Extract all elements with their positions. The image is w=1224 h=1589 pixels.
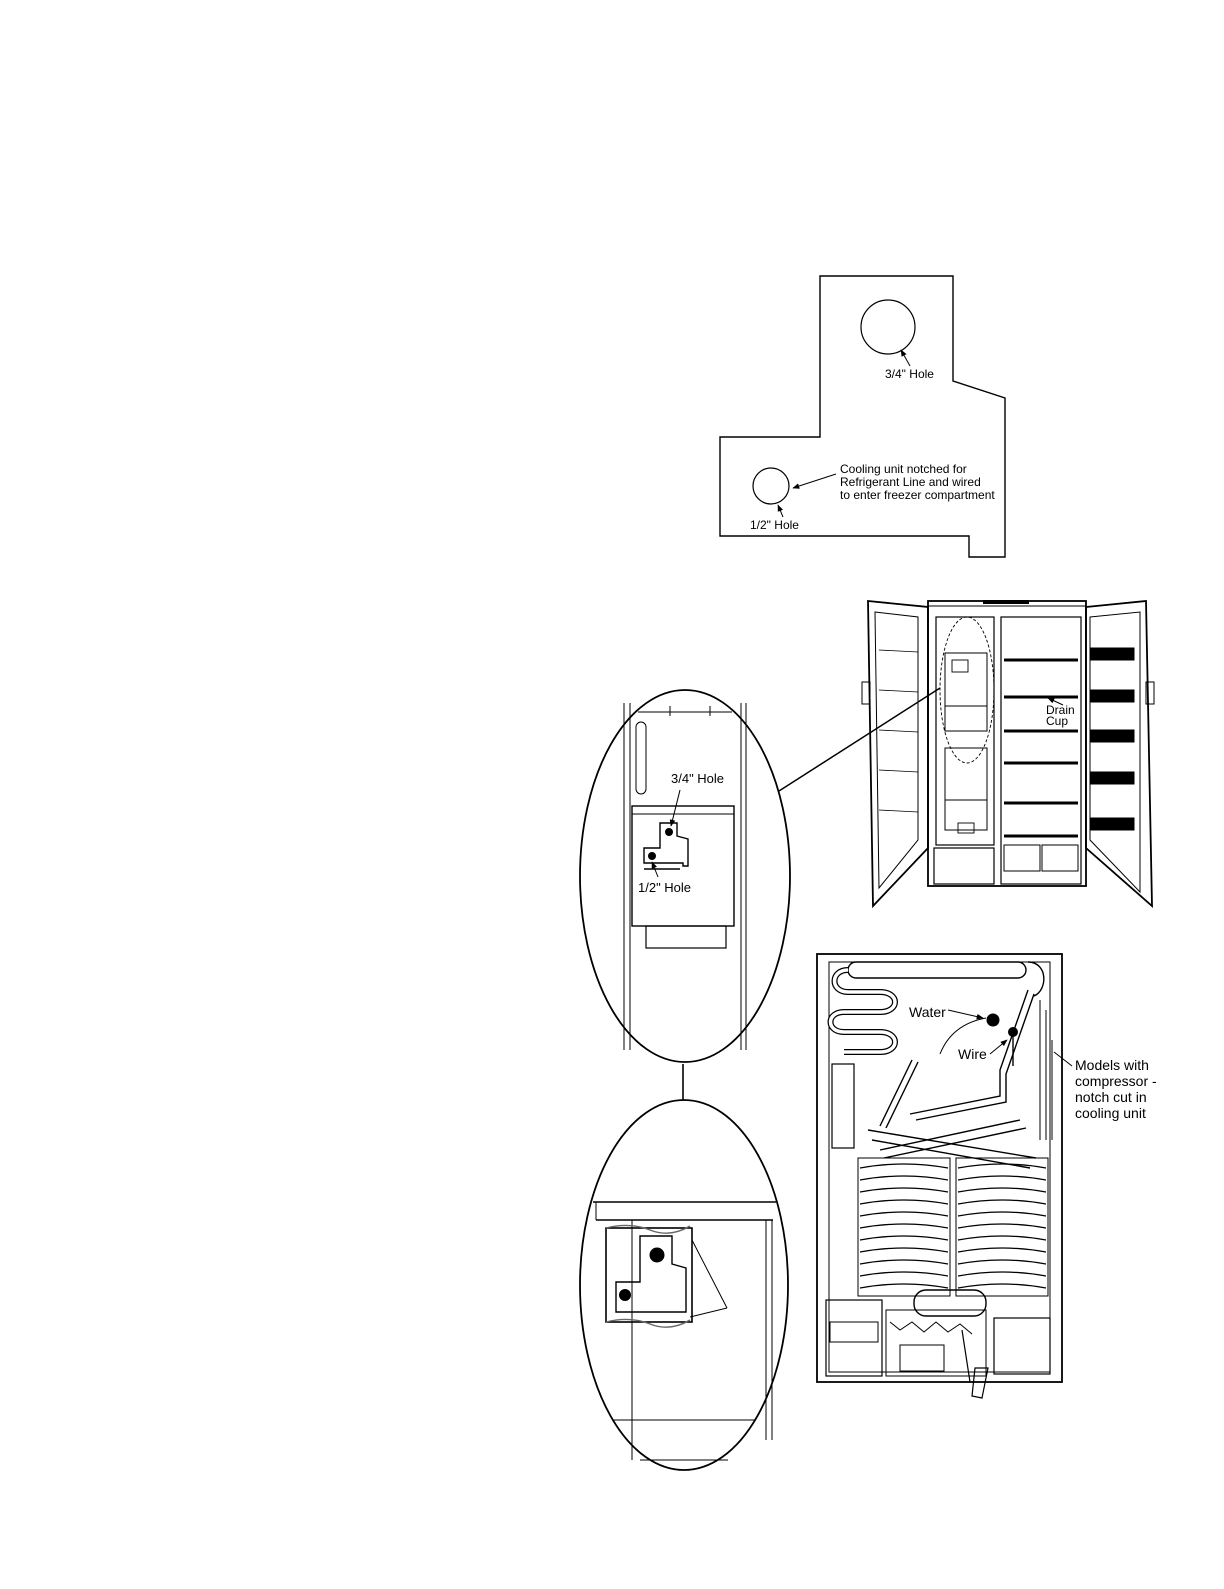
callout-line-1: Cooling unit notched for xyxy=(840,462,967,476)
models-callout-line-4: cooling unit xyxy=(1075,1105,1146,1121)
small-hole-arrow xyxy=(778,505,783,517)
detail-oval-upper xyxy=(580,690,790,1062)
large-hole-arrow xyxy=(901,350,910,366)
drain-cup-label-2: Cup xyxy=(1046,714,1068,728)
callout-line-3: to enter freezer compartment xyxy=(840,488,995,502)
small-hole xyxy=(753,468,789,504)
large-hole xyxy=(861,300,915,354)
left-coil-bank xyxy=(858,1158,950,1296)
water-label: Water xyxy=(909,1004,946,1020)
fresh-food-door xyxy=(1086,601,1152,906)
lower-oval-outline xyxy=(580,1100,788,1470)
upper-oval-small-hole-label: 1/2" Hole xyxy=(638,880,691,895)
rear-view-cooling-unit xyxy=(817,954,1072,1398)
connector-line xyxy=(779,688,940,791)
upper-oval-large-hole-label: 3/4" Hole xyxy=(671,771,724,786)
large-hole-label: 3/4" Hole xyxy=(885,367,934,381)
small-hole-label: 1/2" Hole xyxy=(750,518,799,532)
upper-oval-outline xyxy=(580,690,790,1062)
water-entry-point xyxy=(987,1014,999,1026)
notch-template: 3/4" Hole 1/2" Hole Cooling unit notched… xyxy=(720,276,1005,557)
callout-line-2: Refrigerant Line and wired xyxy=(840,475,981,489)
right-coil-bank xyxy=(956,1158,1048,1296)
refrigerator-front-view xyxy=(862,600,1154,906)
wire-label: Wire xyxy=(958,1046,987,1062)
models-callout-line-1: Models with xyxy=(1075,1057,1149,1073)
models-callout-line-3: notch cut in xyxy=(1075,1089,1147,1105)
wire-entry-point xyxy=(1009,1028,1018,1037)
detail-oval-lower xyxy=(580,1100,788,1470)
callout-arrow xyxy=(793,474,836,488)
fresh-food-compartment xyxy=(1001,617,1081,884)
models-callout-line-2: compressor - xyxy=(1075,1073,1157,1089)
cabinet xyxy=(928,601,1086,886)
highlight-region xyxy=(940,617,994,763)
